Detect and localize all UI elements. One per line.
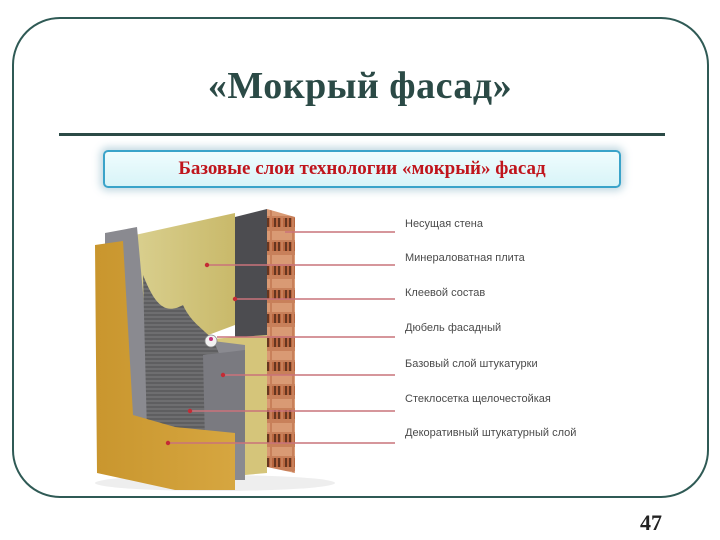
label-mineral-wool-board: Минераловатная плита [405,252,525,264]
subtitle-text: Базовые слои технологии «мокрый» фасад [178,158,546,179]
page-number: 47 [640,510,662,535]
slide-frame [12,17,709,498]
label-decorative-plaster: Декоративный штукатурный слой [405,427,577,439]
subtitle-box: Базовые слои технологии «мокрый» фасад [103,150,621,188]
label-adhesive: Клеевой состав [405,287,486,299]
label-base-plaster-coat: Базовый слой штукатурки [405,358,538,370]
wall-layers-diagram: Несущая стена Минераловатная плита Клеев… [95,205,615,495]
label-alkali-resistant-mesh: Стеклосетка щелочестойкая [405,393,551,405]
label-facade-dowel: Дюбель фасадный [405,322,502,334]
label-load-bearing-wall: Несущая стена [405,218,483,230]
slide-title: «Мокрый фасад» [207,65,513,107]
wall-cross-section-illustration [95,209,395,491]
title-divider [59,133,665,136]
